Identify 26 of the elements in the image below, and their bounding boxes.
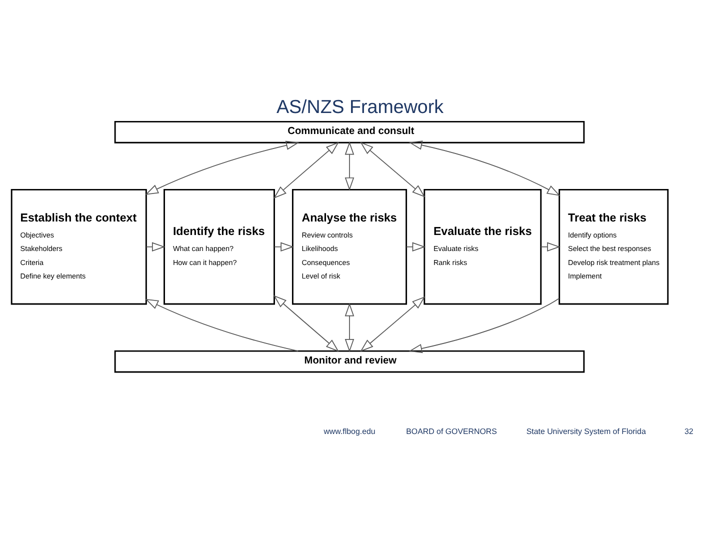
node-box: Analyse the risks Review controls Likelihoods Consequences Level of risk — [292, 188, 408, 305]
arrow — [274, 242, 294, 252]
arrow — [146, 242, 166, 252]
arrow — [408, 140, 560, 196]
node-box: Monitor and review — [114, 350, 585, 373]
node-box: Identify the risks What can happen? How can it happen? — [164, 188, 275, 305]
arrow — [540, 242, 560, 252]
node-box: Establish the context Objectives Stakeholders Criteria Define key elements — [10, 188, 147, 305]
arrow — [145, 140, 300, 195]
arrow — [145, 298, 298, 352]
node-box: Treat the risks Identify options Select the best responses Develop risk treatment plans Implement — [558, 188, 669, 305]
label: www.flbog.edu — [324, 427, 376, 436]
node-box: Evaluate the risks Evaluate risks Rank risks — [424, 188, 542, 305]
arrow — [344, 141, 354, 191]
arrow — [344, 302, 354, 352]
arrow — [273, 142, 340, 199]
arrow — [273, 295, 340, 352]
label: 32 — [684, 427, 694, 436]
label: BOARD of GOVERNORS — [406, 427, 497, 436]
arrow — [406, 242, 426, 252]
arrow — [360, 142, 426, 198]
arrow — [360, 296, 426, 352]
label: State University System of Florida — [526, 427, 646, 436]
arrow — [408, 298, 560, 354]
node-box: Communicate and consult — [114, 120, 585, 144]
diagram-title: AS/NZS Framework — [276, 96, 444, 117]
